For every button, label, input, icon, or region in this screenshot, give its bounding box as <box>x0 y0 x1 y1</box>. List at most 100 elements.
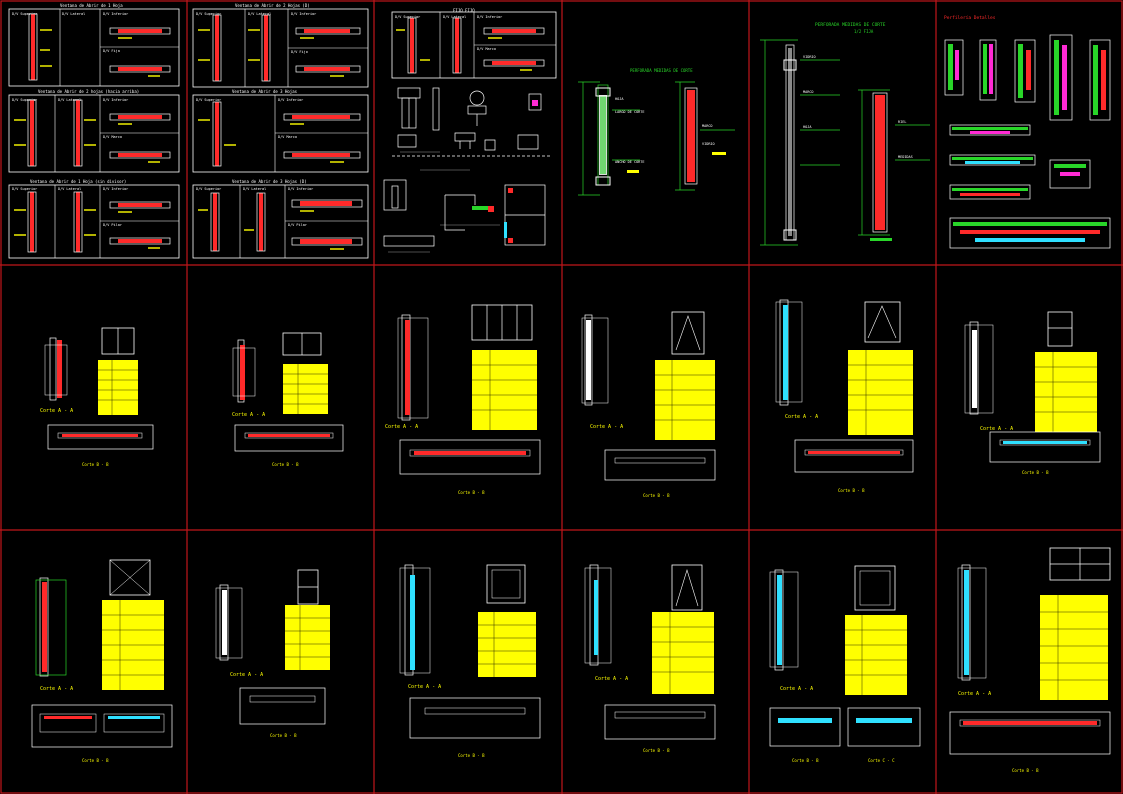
p1-label-11: D/V Pilar <box>103 223 122 227</box>
panel-cut-measurements-1: PERFORADA MEDIDAS DE CORTE LARGO DE CORT… <box>578 68 735 196</box>
p2-label-0: D/V Superior <box>196 12 221 16</box>
p2-horizontal-profiles <box>283 27 363 246</box>
s7-corte-a: Corte A - A <box>40 686 73 692</box>
panel-fixed: FIJO FIJO D/V Superior D/V Lateral D/V I… <box>383 8 557 253</box>
s5-corte-a: Corte A - A <box>785 414 818 420</box>
s10-corte-a: Corte A - A <box>595 676 628 682</box>
p2-label-4: D/V Superior <box>196 98 221 102</box>
p3-label-2: D/V Inferior <box>477 15 502 19</box>
s9-corte-a: Corte A - A <box>408 684 441 690</box>
p3-label-1: D/V Lateral <box>443 15 466 19</box>
s11-corte-c: Corte C - C <box>868 758 895 763</box>
s12-corte-a: Corte A - A <box>958 691 991 697</box>
p2-yellow-callouts <box>198 29 344 250</box>
p5-note-3: RIEL <box>898 120 906 124</box>
sheet-6: Corte A - A Corte B - B <box>964 311 1101 475</box>
s3-corte-b: Corte B - B <box>458 490 485 495</box>
p3-label-3: D/V Marco <box>477 47 496 51</box>
p1-title-3: Ventana de Abrir de 1 Hoja (sin divisor) <box>30 179 126 184</box>
p2-vertical-profiles <box>210 14 271 252</box>
p4-title: PERFORADA MEDIDAS DE CORTE <box>630 68 693 73</box>
p1-label-1: D/V Lateral <box>62 12 85 16</box>
p4-note-4: VIDRIO <box>702 142 715 146</box>
p4-note-2: HOJA <box>615 97 624 101</box>
p1-title-1: Ventana de Abrir de 1 Hoja <box>60 3 123 8</box>
s3-corte-a: Corte A - A <box>385 424 418 430</box>
p6-profile-sections <box>944 34 1111 249</box>
s1-corte-a: Corte A - A <box>40 408 73 414</box>
panel-cut-measurements-2: PERFORADA MEDIDAS DE CORTE 1/2 FIJA VIDR… <box>760 22 930 246</box>
p6-title: Perfilería Detalles <box>944 14 996 21</box>
s6-corte-a: Corte A - A <box>980 426 1013 432</box>
s8-corte-b: Corte B - B <box>270 733 297 738</box>
p5-note-1: MARCO <box>803 90 814 94</box>
p1-label-9: D/V Lateral <box>58 187 81 191</box>
p1-label-3: D/V Fija <box>103 49 120 53</box>
p2-label-6: D/V Marco <box>278 135 297 139</box>
p2-label-7: D/V Superior <box>196 187 221 191</box>
sheet-1: Corte A - A Corte B - B <box>40 327 154 467</box>
p1-label-2: D/V Inferior <box>103 12 128 16</box>
p1-title-2: Ventana de Abrir de 2 hojas (hacia arrib… <box>38 89 139 94</box>
p2-title-1: Ventana de Abrir de 2 Hojas (D) <box>235 3 310 8</box>
p4-note-0: LARGO DE CORTE <box>615 110 645 114</box>
p1-horizontal-profiles <box>109 27 171 245</box>
p1-label-0: D/V Superior <box>12 12 37 16</box>
p2-label-1: D/V Lateral <box>248 12 271 16</box>
p2-title-3: Ventana de Abrir de 3 Hojas (D) <box>232 179 307 184</box>
s12-corte-b: Corte B - B <box>1012 768 1039 773</box>
p5-note-4: MEDIDAS <box>898 155 913 159</box>
p1-label-6: D/V Inferior <box>103 98 128 102</box>
s8-corte-a: Corte A - A <box>230 672 263 678</box>
p5-title: PERFORADA MEDIDAS DE CORTE <box>815 22 886 28</box>
p1-label-4: D/V Superior <box>12 98 37 102</box>
s1-corte-b: Corte B - B <box>82 462 109 467</box>
p1-yellow-callouts <box>14 29 160 249</box>
p3-detail-drawings <box>383 87 550 247</box>
s4-corte-a: Corte A - A <box>590 424 623 430</box>
s9-corte-b: Corte B - B <box>458 753 485 758</box>
p1-vertical-profiles <box>27 13 83 253</box>
p2-label-10: D/V Pilar <box>288 223 307 227</box>
p2-label-2: D/V Inferior <box>291 12 316 16</box>
sheet-11: Corte A - A Corte B - B Corte C - C <box>769 565 921 763</box>
sheet-8: Corte A - A Corte B - B <box>215 569 330 738</box>
s4-corte-b: Corte B - B <box>643 493 670 498</box>
p1-label-10: D/V Inferior <box>103 187 128 191</box>
s5-corte-b: Corte B - B <box>838 488 865 493</box>
panel-casement-2: Ventana de Abrir de 2 Hojas (D) Ventana … <box>192 3 369 259</box>
sheet-2: Corte A - A Corte B - B <box>232 332 344 467</box>
p4-note-3: MARCO <box>702 124 713 128</box>
panel-casement-1: Ventana de Abrir de 1 Hoja Ventana de Ab… <box>8 3 180 259</box>
s10-corte-b: Corte B - B <box>643 748 670 753</box>
sheet-4: Corte A - A Corte B - B <box>581 311 716 498</box>
p3-title: FIJO FIJO <box>453 8 475 13</box>
sheet-12: Corte A - A Corte B - B <box>949 547 1111 773</box>
s2-corte-a: Corte A - A <box>232 412 265 418</box>
p2-label-8: D/V Lateral <box>243 187 266 191</box>
p2-label-9: D/V Inferior <box>288 187 313 191</box>
p5-note-2: HOJA <box>803 125 812 129</box>
s6-corte-b: Corte B - B <box>1022 470 1049 475</box>
s7-corte-b: Corte B - B <box>82 758 109 763</box>
p1-label-5: D/V Lateral <box>58 98 81 102</box>
p2-label-5: D/V Inferior <box>278 98 303 102</box>
p1-label-7: D/V Marco <box>103 135 122 139</box>
p1-label-8: D/V Superior <box>12 187 37 191</box>
sheet-5: Corte A - A Corte B - B <box>775 299 914 493</box>
p2-label-3: D/V Fijo <box>291 50 308 54</box>
p5-subtitle: 1/2 FIJA <box>854 29 874 34</box>
p2-title-2: Ventana de Abrir de 3 Hojas <box>232 89 298 94</box>
sheet-3: Corte A - A Corte B - B <box>385 304 541 495</box>
panel-profile-details: Perfilería Detalles <box>944 14 1111 249</box>
s11-corte-b: Corte B - B <box>792 758 819 763</box>
p5-note-0: VIDRIO <box>803 55 816 59</box>
sheet-10: Corte A - A Corte B - B <box>584 564 716 753</box>
sheet-7: Corte A - A Corte B - B <box>31 559 173 763</box>
p4-note-1: ANCHO DE CORTE <box>615 160 645 164</box>
sheet-9: Corte A - A Corte B - B <box>399 564 541 758</box>
p3-label-0: D/V Superior <box>395 15 420 19</box>
s11-corte-a: Corte A - A <box>780 686 813 692</box>
